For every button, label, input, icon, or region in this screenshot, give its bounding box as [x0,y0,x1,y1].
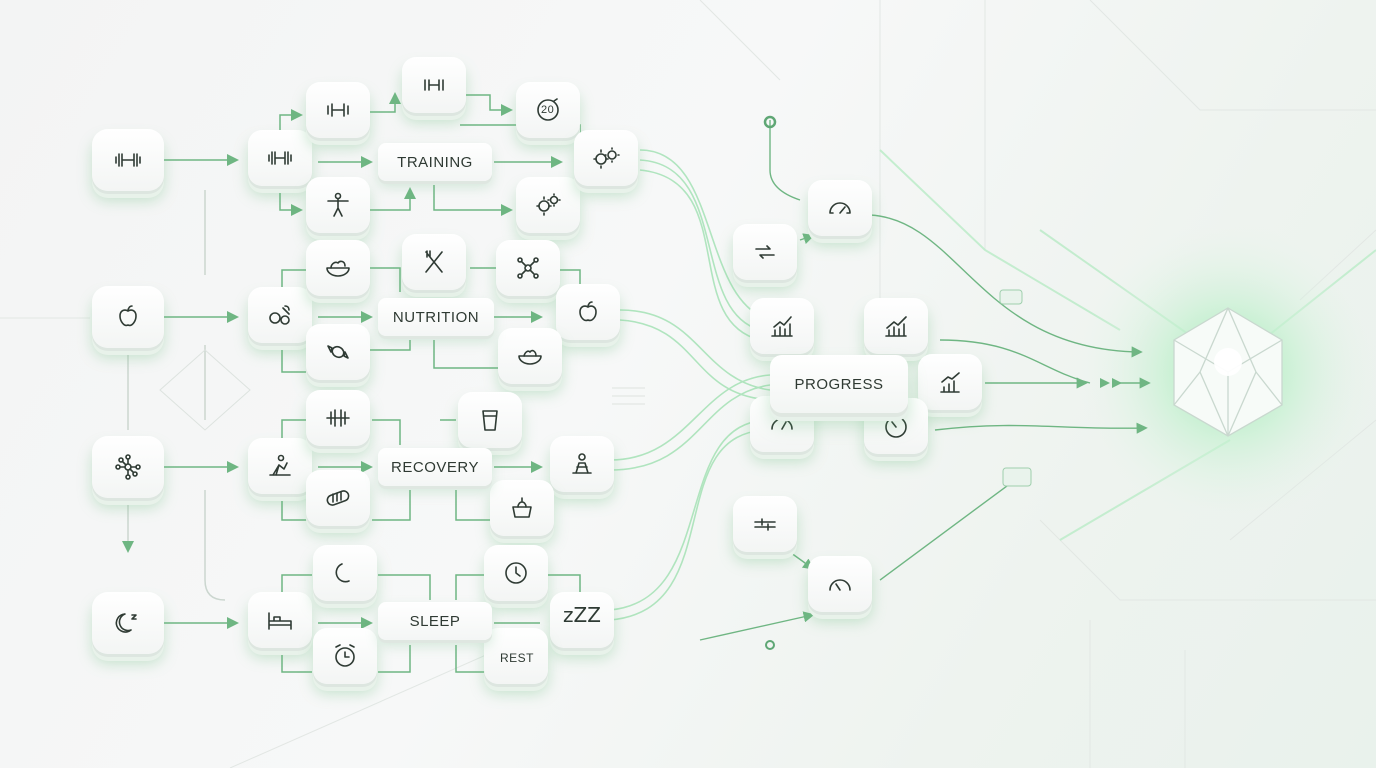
trend-chart-icon [940,372,960,393]
massage-roller-icon [326,409,350,427]
sleep-rest-node[interactable] [484,628,548,684]
relaxing-person-icon [572,453,592,474]
cup-icon [482,410,498,431]
sleep-bed-node[interactable] [248,592,312,648]
barbell-icon [424,79,444,91]
vegetables-icon [269,305,290,325]
training-barbell-node[interactable] [402,57,466,113]
training-root-node[interactable] [92,129,164,191]
progress-hub[interactable]: PROGRESS [770,355,908,413]
training-stretch-node[interactable] [306,177,370,233]
recovery-yoga-node[interactable] [248,438,312,494]
progress-chart-right-node[interactable] [864,298,928,354]
speedometer-icon [829,202,851,214]
moon-icon [335,563,350,583]
training-weights-node[interactable] [306,82,370,138]
speedometer-icon [885,416,907,438]
salad-bowl-icon [518,349,542,365]
nutrition-veggies-node[interactable] [248,287,312,343]
timer-icon [537,98,559,121]
timer-20-label: 20 [541,104,555,116]
progress-chart-small-node[interactable] [918,354,982,410]
moon-icon [115,613,137,633]
nutrition-apple-node[interactable] [556,284,620,340]
sleep-zzz-node[interactable] [550,592,614,648]
dumbbell-icon [115,153,141,167]
fork-knife-icon [425,250,443,273]
salad-bowl-icon [326,260,350,277]
connectors [162,92,581,673]
rest-label: REST [500,651,535,665]
recovery-label[interactable]: RECOVERY [378,448,492,486]
speedometer-icon [829,579,851,591]
nutrition-label[interactable]: NUTRITION [378,298,494,336]
training-timer-node[interactable] [516,82,580,138]
gears-icon [536,193,561,216]
recovery-cup-node[interactable] [458,392,522,448]
progress-gauge-top-node[interactable] [808,180,872,236]
dumbbell-icon [327,103,349,117]
bath-icon [512,497,532,518]
nutrition-molecule-node[interactable] [496,240,560,296]
flow-ribbons [609,149,771,621]
nutrition-candy-node[interactable] [306,324,370,380]
recovery-root-node[interactable] [92,436,164,498]
bar-chart-icon [771,316,793,337]
apple-icon [119,305,137,327]
bed-icon [268,612,292,630]
training-gears-node-a[interactable] [516,177,580,233]
recovery-relax-node[interactable] [550,436,614,492]
nutrition-bowl-node[interactable] [306,240,370,296]
sleep-alarm-node[interactable] [313,628,377,684]
training-dumbbell-node[interactable] [248,130,312,186]
molecule-icon [517,257,539,279]
nutrition-root-node[interactable] [92,286,164,348]
stretch-figure-icon [327,192,349,217]
speedometer-icon [771,418,793,430]
sleep-clock-node[interactable] [484,545,548,601]
alarm-clock-icon [335,644,355,667]
dumbbell-icon [268,151,292,165]
sleep-root-node[interactable] [92,592,164,654]
cycle-arrows-icon [755,245,775,259]
training-gears-node-b[interactable] [574,130,638,186]
progress-chart-left-node[interactable] [750,298,814,354]
nutrition-salad-node[interactable] [498,328,562,384]
gears-icon [593,147,620,169]
training-label[interactable]: TRAINING [378,143,492,181]
recovery-roller-node[interactable] [306,470,370,526]
sleep-moon-node[interactable] [313,545,377,601]
yoga-pose-icon [269,454,291,476]
network-icon [115,454,141,480]
recovery-bath-node[interactable] [490,480,554,536]
trend-chart-icon [885,316,907,337]
zzz-icon: zZZ [563,603,601,627]
recovery-massage-node[interactable] [306,390,370,446]
apple-icon [579,301,597,322]
nutrition-cutlery-node[interactable] [402,234,466,290]
progress-gauge-bottom-node[interactable] [808,556,872,612]
progress-cycle-node[interactable] [733,224,797,280]
progress-sliders-node[interactable] [733,496,797,552]
sliders-icon [754,518,776,531]
foam-roller-icon [326,490,350,506]
candy-icon [327,345,349,359]
clock-icon [505,562,527,584]
sleep-label[interactable]: SLEEP [378,602,492,640]
